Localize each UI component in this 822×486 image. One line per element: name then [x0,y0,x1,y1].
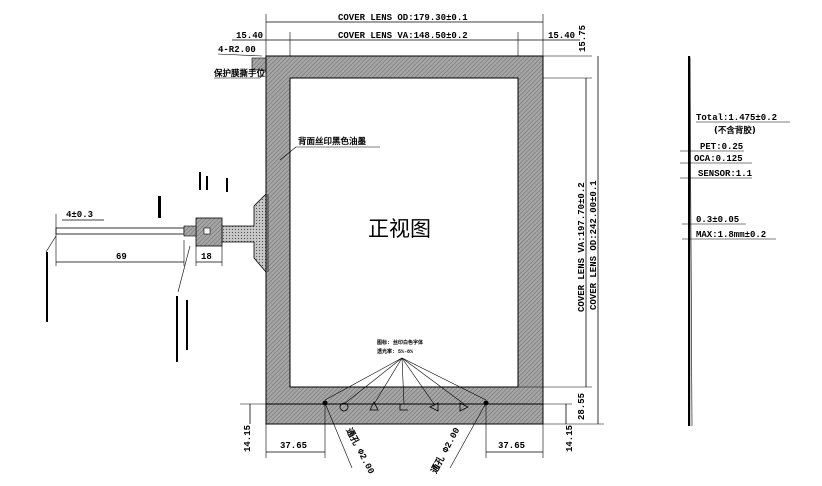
back-print-label: 背面丝印黑色油墨 [298,136,367,147]
fpc-width-label: 4±0.3 [66,210,93,220]
cover-lens-panel: 正视图 背面丝印黑色油墨 [265,55,544,425]
fpc-length-label: 69 [116,252,127,262]
home-key-icon [369,401,379,411]
stack-max-label: MAX:1.8mm±0.2 [696,230,766,240]
side-view-stackup: Total:1.475±0.2 (不含背胶) PET:0.25 OCA:0.12… [680,56,790,427]
left-margin-top-label: 15.40 [236,31,263,41]
bottom-margin-right-label: 28.55 [577,393,587,420]
side-view-profile [688,56,691,426]
power-key-icon [339,402,349,412]
cover-lens-va-height-label: COVER LENS VA:197.70±0.2 [577,182,587,312]
bottom-right-width-label: 37.65 [498,441,525,451]
stack-total-label: Total:1.475±0.2 [696,113,777,123]
back-key-icon [399,404,408,411]
bottom-right-height-label: 14.15 [565,425,575,452]
cover-lens-od-width-label: COVER LENS OD:179.30±0.1 [338,13,468,23]
stack-layer-oca: OCA:0.125 [694,154,743,164]
stack-layer-sensor: SENSOR:1.1 [698,169,753,179]
left-hole-label: 通孔 Φ2.00 [343,426,377,476]
volume-down-icon [429,402,439,412]
bottom-left-height-label: 14.15 [243,425,253,452]
cover-lens-od-height-label: COVER LENS OD:242.00±0.1 [589,180,599,310]
fpc-tail [55,227,185,235]
top-dimensions: COVER LENS OD:179.30±0.1 COVER LENS VA:1… [232,13,592,79]
right-dimensions: COVER LENS VA:197.70±0.2 COVER LENS OD:2… [518,56,604,425]
volume-up-icon [459,402,469,412]
right-margin-top-label: 15.40 [548,31,575,41]
stack-adhesive-label: 0.3±0.05 [696,215,739,225]
right-hole-label: 通孔 Φ2.00 [428,425,462,475]
cover-lens-va-width-label: COVER LENS VA:148.50±0.2 [338,31,468,41]
bottom-left-width-label: 37.65 [280,441,307,451]
front-view-title: 正视图 [368,217,431,241]
icon-print-label-line1: 图标: 丝印白色字体 [377,339,424,346]
protective-film-label: 保护膜撕手位 [213,68,266,79]
viewing-area [289,77,519,388]
fpc-pad-width-label: 18 [201,252,212,262]
stack-layer-pet: PET:0.25 [700,142,743,152]
corner-radius-label: 4-R2.00 [218,45,256,55]
top-margin-label: 15.75 [578,25,588,52]
stack-total-note: (不含背胶) [714,125,756,136]
fpc-cable: 4±0.3 69 18 [45,172,269,362]
icon-print-label-line2: 透光率: 5%-8% [377,348,413,355]
